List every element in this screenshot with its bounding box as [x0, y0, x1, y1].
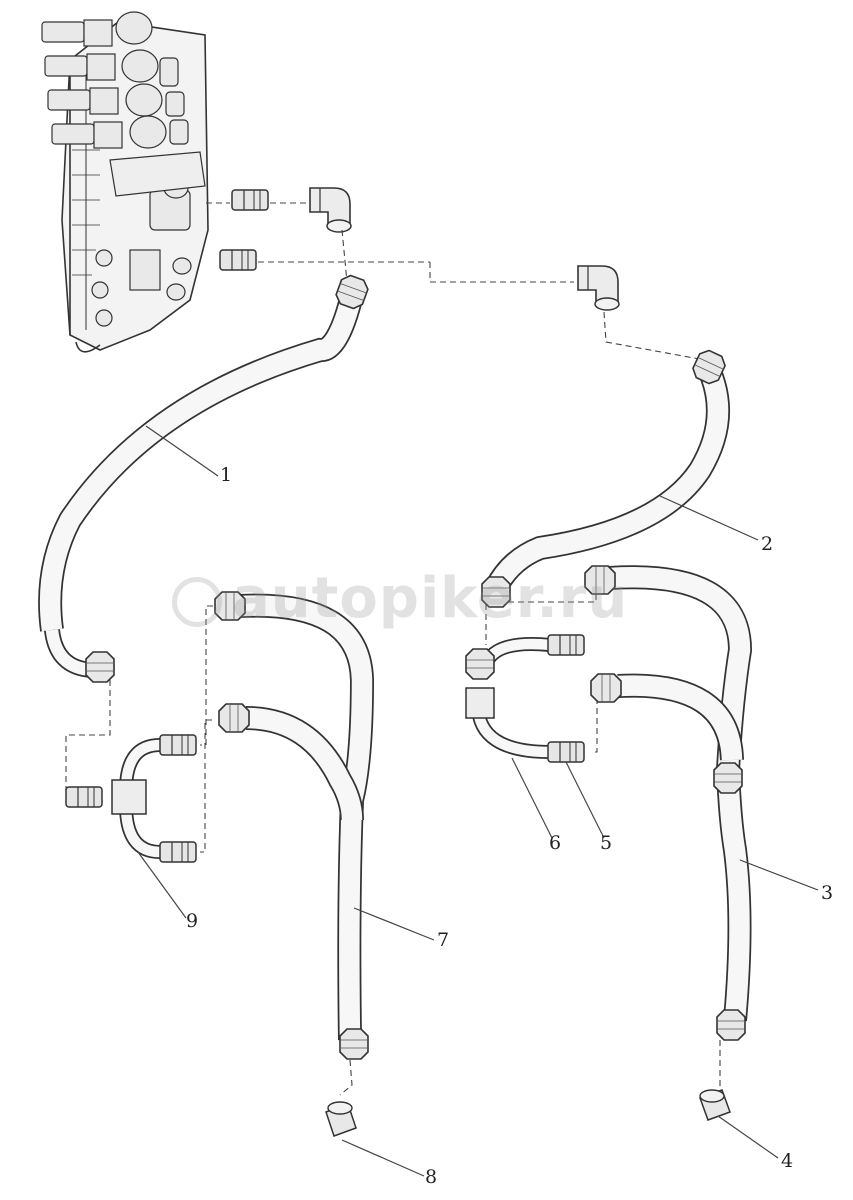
elbow-fitting-upper	[309, 187, 352, 233]
callout-8: 8	[425, 1166, 438, 1188]
hose-right-middle	[590, 673, 744, 761]
callout-9: 9	[186, 910, 199, 932]
callout-6: 6	[549, 832, 562, 854]
callout-3: 3	[821, 882, 834, 904]
control-valve-block	[41, 11, 209, 353]
watermark: autopiker.ru	[172, 566, 628, 631]
tee-assembly-9	[65, 734, 197, 863]
adapter-5-upper	[547, 634, 585, 656]
hose-1	[38, 272, 372, 683]
callout-2: 2	[761, 533, 774, 555]
leader-lines	[137, 425, 819, 1177]
hose-3	[584, 565, 753, 1041]
elbow-fitting-right	[577, 265, 620, 311]
hose-2	[481, 346, 730, 608]
fitting-8	[325, 1101, 357, 1137]
watermark-text: autopiker.ru	[232, 566, 629, 631]
fitting-4	[699, 1089, 731, 1121]
callout-5: 5	[600, 832, 613, 854]
watermark-logo-icon	[172, 576, 222, 627]
adapter-5-lower	[547, 741, 585, 763]
callout-1: 1	[220, 464, 233, 486]
valve-port-adapter-lower	[219, 249, 257, 271]
assembly-dash-lines	[65, 202, 721, 1096]
valve-port-adapter-upper	[231, 189, 269, 211]
hose-7	[214, 591, 375, 1060]
callout-7: 7	[437, 929, 450, 951]
tube-6	[465, 637, 551, 759]
callout-4: 4	[781, 1150, 794, 1172]
